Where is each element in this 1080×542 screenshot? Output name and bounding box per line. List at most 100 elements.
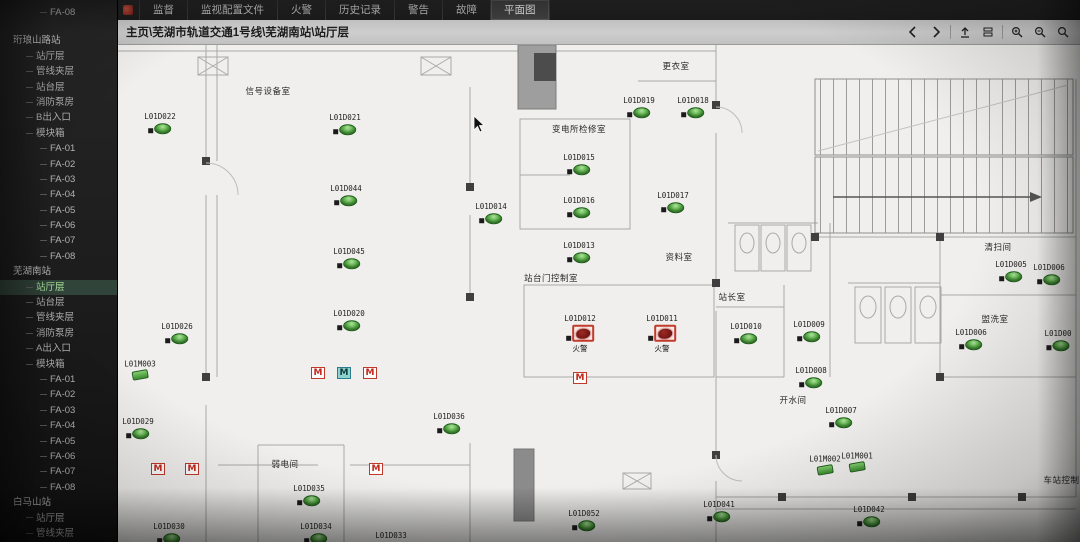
sidebar-item-6[interactable]: B出入口 <box>0 110 117 125</box>
device-L01D045[interactable]: L01D045 <box>333 247 365 270</box>
sidebar-item-24[interactable]: FA-02 <box>0 387 117 402</box>
sidebar-item-10[interactable]: FA-03 <box>0 172 117 187</box>
sidebar-item-23[interactable]: FA-01 <box>0 372 117 387</box>
sidebar-item-26[interactable]: FA-04 <box>0 418 117 433</box>
sidebar-item-16[interactable]: 芜湖南站 <box>13 266 52 278</box>
export-icon <box>961 27 969 38</box>
device-L01D013[interactable]: L01D013 <box>563 241 595 264</box>
sidebar-item-5[interactable]: 消防泵房 <box>0 95 117 110</box>
sidebar-item-15[interactable]: FA-08 <box>0 249 117 264</box>
sidebar-item-31[interactable]: 白马山站 <box>13 497 52 509</box>
device-L01D015[interactable]: L01D015 <box>563 153 595 176</box>
device-L01D033[interactable]: L01D033 <box>375 531 407 542</box>
sidebar-item-9[interactable]: FA-02 <box>0 157 117 172</box>
sidebar-item-1[interactable]: 珩琅山路站 <box>13 35 61 47</box>
device-label: L01D034 <box>300 522 332 532</box>
sidebar-item-14[interactable]: FA-07 <box>0 233 117 248</box>
sidebar-item-2[interactable]: 站厅层 <box>0 49 117 64</box>
sidebar-item-32[interactable]: 站厅层 <box>0 511 117 526</box>
sidebar-item-8[interactable]: FA-01 <box>0 141 117 156</box>
device-L01D018[interactable]: L01D018 <box>677 96 709 119</box>
sidebar-item-7[interactable]: 模块箱 <box>0 126 117 141</box>
device-label: L01D017 <box>657 191 689 201</box>
device-L01D042[interactable]: L01D042 <box>853 505 885 528</box>
sidebar-item-3[interactable]: 管线夹层 <box>0 64 117 79</box>
sidebar-item-28[interactable]: FA-06 <box>0 449 117 464</box>
module-m-box[interactable]: M <box>573 372 587 384</box>
device-L01D006[interactable]: L01D006 <box>1033 263 1065 286</box>
zoom-reset-button[interactable] <box>1054 23 1072 41</box>
sidebar-item-22[interactable]: 模块箱 <box>0 357 117 372</box>
device-L01D036[interactable]: L01D036 <box>433 412 465 435</box>
device-L01D034[interactable]: L01D034 <box>300 522 332 542</box>
device-L01D052[interactable]: L01D052 <box>568 509 600 532</box>
device-L01D017[interactable]: L01D017 <box>657 191 689 214</box>
device-L01D016[interactable]: L01D016 <box>563 196 595 219</box>
sidebar-item-13[interactable]: FA-06 <box>0 218 117 233</box>
sidebar-item-30[interactable]: FA-08 <box>0 480 117 495</box>
room-label: 开水间 <box>779 395 807 405</box>
device-L01M001[interactable]: L01M001 <box>841 451 873 473</box>
zoom-out-button[interactable] <box>1031 23 1049 41</box>
module-m-box[interactable]: M <box>311 367 325 379</box>
device-L01D029[interactable]: L01D029 <box>122 417 154 440</box>
device-L01D026[interactable]: L01D026 <box>161 322 193 345</box>
sidebar-item-19[interactable]: 管线夹层 <box>0 310 117 325</box>
menu-item-history[interactable]: 历史记录 <box>326 0 395 20</box>
device-L01D010[interactable]: L01D010 <box>730 322 762 345</box>
sidebar-item-20[interactable]: 消防泵房 <box>0 326 117 341</box>
device-L01D006[interactable]: L01D006 <box>955 328 987 351</box>
module-m-box[interactable]: M <box>337 367 351 379</box>
sidebar-item-4[interactable]: 站台层 <box>0 80 117 95</box>
sidebar-item-11[interactable]: FA-04 <box>0 187 117 202</box>
sidebar-item-17[interactable]: 站厅层 <box>0 279 117 296</box>
sidebar-item-33[interactable]: 管线夹层 <box>0 526 117 541</box>
forward-button[interactable] <box>927 23 945 41</box>
sidebar-item-12[interactable]: FA-05 <box>0 203 117 218</box>
sidebar-item-27[interactable]: FA-05 <box>0 434 117 449</box>
shaft-block <box>513 448 535 522</box>
device-L01D021[interactable]: L01D021 <box>329 113 361 136</box>
device-L01D035[interactable]: L01D035 <box>293 484 325 507</box>
device-L01D022[interactable]: L01D022 <box>144 112 176 135</box>
device-L01D009[interactable]: L01D009 <box>793 320 825 343</box>
sidebar-item-29[interactable]: FA-07 <box>0 464 117 479</box>
sidebar-item-21[interactable]: A出入口 <box>0 341 117 356</box>
smoke-detector-icon <box>567 207 591 219</box>
back-button[interactable] <box>904 23 922 41</box>
device-L01D00[interactable]: L01D00 <box>1044 329 1072 352</box>
module-m-box[interactable]: M <box>151 463 165 475</box>
device-L01D030[interactable]: L01D030 <box>153 522 185 542</box>
device-L01M003[interactable]: L01M003 <box>124 359 156 381</box>
device-label: L01D012 <box>564 313 596 323</box>
sidebar-item-0[interactable]: FA-08 <box>0 5 117 20</box>
menu-item-floor-plan[interactable]: 平面图 <box>491 0 550 20</box>
device-L01D019[interactable]: L01D019 <box>623 96 655 119</box>
device-L01D044[interactable]: L01D044 <box>330 184 362 207</box>
module-m-box[interactable]: M <box>369 463 383 475</box>
layers-button[interactable] <box>979 23 997 41</box>
device-L01D041[interactable]: L01D041 <box>703 500 735 523</box>
zoom-in-button[interactable] <box>1008 23 1026 41</box>
device-L01D007[interactable]: L01D007 <box>825 406 857 429</box>
smoke-detector-icon <box>1046 340 1070 352</box>
device-L01M002[interactable]: L01M002 <box>809 454 841 476</box>
menu-item-supervision[interactable]: 监督 <box>139 0 188 20</box>
module-icon <box>816 464 834 476</box>
menu-item-fault[interactable]: 故障 <box>443 0 491 20</box>
sidebar-item-25[interactable]: FA-03 <box>0 403 117 418</box>
module-m-box[interactable]: M <box>363 367 377 379</box>
device-L01D005[interactable]: L01D005 <box>995 260 1027 283</box>
menu-item-monitor-config-file[interactable]: 监视配置文件 <box>188 0 278 20</box>
sidebar-item-18[interactable]: 站台层 <box>0 295 117 310</box>
module-m-box[interactable]: M <box>185 463 199 475</box>
device-L01D008[interactable]: L01D008 <box>795 366 827 389</box>
device-L01D014[interactable]: L01D014 <box>475 202 507 225</box>
export-button[interactable] <box>956 23 974 41</box>
menu-item-warning[interactable]: 警告 <box>395 0 443 20</box>
menu-item-fire-alarm[interactable]: 火警 <box>278 0 326 20</box>
device-L01D020[interactable]: L01D020 <box>333 309 365 332</box>
